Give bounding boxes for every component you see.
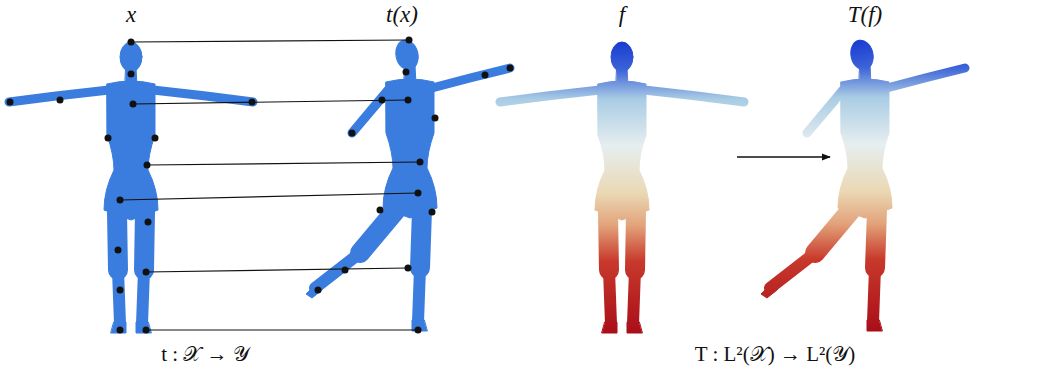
correspondence-lines bbox=[120, 40, 420, 330]
figure-heading: t(x) bbox=[386, 2, 418, 28]
figure-heading: f bbox=[619, 2, 625, 28]
body-mesh bbox=[9, 42, 253, 333]
mapped-function-mesh bbox=[761, 38, 965, 331]
map-label: t : 𝒳 → 𝒴 bbox=[158, 341, 252, 367]
figure-node: x bbox=[5, 2, 260, 337]
map-label: T : L²(𝒳) → L²(𝒴) bbox=[692, 341, 859, 367]
figure-node: f bbox=[540, 2, 737, 337]
posed-mesh bbox=[306, 38, 510, 331]
mapping-arrow bbox=[737, 156, 830, 158]
figure-node: T(f) bbox=[830, 2, 945, 337]
figure-heading: x bbox=[126, 2, 136, 28]
function-mesh bbox=[500, 42, 744, 333]
figure-heading: T(f) bbox=[848, 2, 883, 28]
landmark-dots bbox=[7, 37, 514, 334]
figure-node: t(x) bbox=[300, 2, 525, 337]
